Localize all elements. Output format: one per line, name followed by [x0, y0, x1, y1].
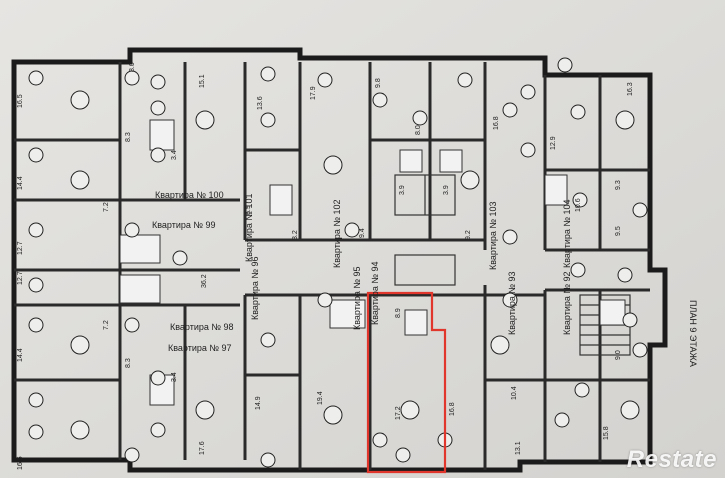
apartment-label-104: Квартира № 104 [562, 199, 572, 268]
room-area-label: 3.9 [443, 185, 450, 195]
apartment-label-101: Квартира № 101 [244, 193, 254, 262]
room-area-label: 12.9 [550, 136, 557, 150]
room-area-label: 15.1 [199, 74, 206, 88]
room-area-label: 14.4 [17, 348, 24, 362]
room-area-label: 9.0 [615, 350, 622, 360]
room-area-label: 3.4 [171, 372, 178, 382]
apartment-label-100: Квартира № 100 [155, 190, 224, 200]
outer-walls [11, 47, 668, 473]
apartment-label-98: Квартира № 98 [170, 322, 234, 332]
room-area-label: 12.7 [17, 241, 24, 255]
room-area-label: 3.4 [171, 150, 178, 160]
room-area-label: 16.5 [17, 94, 24, 108]
room-area-label: 8.0 [129, 62, 136, 72]
inner-walls [14, 62, 650, 470]
room-area-label: 9.3 [615, 180, 622, 190]
room-area-label: 9.4 [359, 228, 366, 238]
selected-apartment-outline [366, 291, 447, 474]
room-area-label: 16.5 [17, 456, 24, 470]
room-area-label: 8.3 [125, 132, 132, 142]
room-area-label: 10.6 [575, 198, 582, 212]
room-area-label: 9.2 [465, 230, 472, 240]
room-area-label: 12.7 [17, 271, 24, 285]
floor-title: ПЛАН 9 ЭТАЖА [688, 300, 698, 367]
apartment-label-103: Квартира № 103 [488, 201, 498, 270]
area-labels: 16.5 8.0 15.1 8.3 3.4 14.4 7.2 12.7 12.7 36.2 7.2 1… [17, 62, 634, 470]
room-area-label: 16.3 [627, 82, 634, 96]
room-area-label: 14.9 [255, 396, 262, 410]
room-area-label: 10.4 [511, 386, 518, 400]
room-area-label: 19.4 [317, 391, 324, 405]
apartment-labels: Квартира № 100 Квартира № 99 Квартира № … [152, 190, 572, 353]
room-area-label: 17.6 [199, 441, 206, 455]
apartment-label-95: Квартира № 95 [352, 266, 362, 330]
room-area-label: 14.4 [17, 176, 24, 190]
room-area-label: 9.8 [375, 78, 382, 88]
room-area-label: 16.8 [449, 402, 456, 416]
room-area-label: 7.2 [103, 202, 110, 212]
room-area-label: 13.6 [257, 96, 264, 110]
restate-watermark: Restate [626, 446, 717, 473]
apartment-label-93: Квартира № 93 [507, 271, 517, 335]
apartment-label-92: Квартира № 92 [562, 271, 572, 335]
room-area-label: 13.1 [515, 441, 522, 455]
room-area-label: 17.9 [310, 86, 317, 100]
room-area-label: 6.9 [245, 205, 252, 215]
apartment-label-97: Квартира № 97 [168, 343, 232, 353]
room-area-label: 16.8 [493, 116, 500, 130]
room-area-label: 8.3 [125, 358, 132, 368]
apartment-label-102: Квартира № 102 [332, 199, 342, 268]
room-area-label: 3.9 [399, 185, 406, 195]
apartment-label-99: Квартира № 99 [152, 220, 216, 230]
room-markers [28, 57, 648, 468]
apartment-label-94: Квартира № 94 [370, 261, 380, 325]
room-area-label: 17.2 [395, 406, 402, 420]
room-area-label: 15.8 [603, 426, 610, 440]
room-area-label: 7.2 [103, 320, 110, 330]
room-area-label: 9.5 [615, 226, 622, 236]
room-area-label: 3.2 [292, 230, 299, 240]
room-area-label: 8.9 [395, 308, 402, 318]
room-area-label: 36.2 [201, 274, 208, 288]
room-area-label: 8.0 [415, 125, 422, 135]
apartment-label-96: Квартира № 96 [250, 256, 260, 320]
